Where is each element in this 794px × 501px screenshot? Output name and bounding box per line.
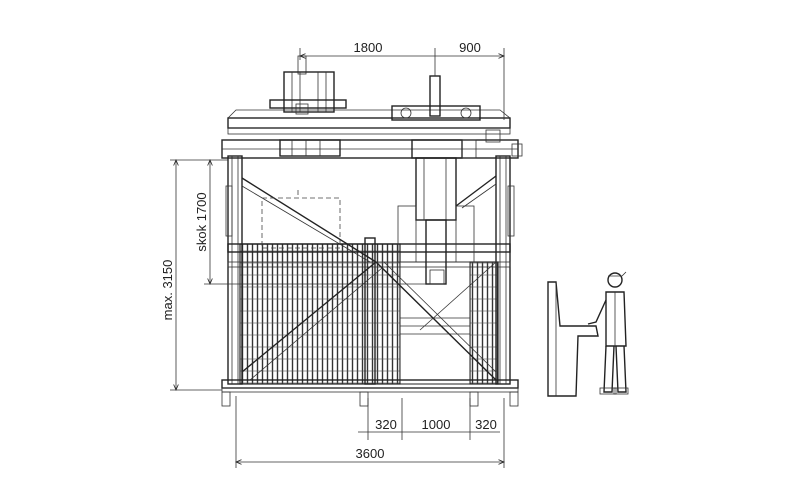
- dim-top-left: 1800: [354, 40, 383, 55]
- lifting-column: [391, 75, 481, 285]
- dim-bottom-mid: 1000: [422, 417, 451, 432]
- dim-bottom-right-gap: 320: [475, 417, 497, 432]
- dimension-lines: [170, 48, 504, 468]
- dim-overall-width: 3600: [356, 446, 385, 461]
- operator-figure: [587, 271, 629, 395]
- dim-bottom-left-gap: 320: [375, 417, 397, 432]
- dim-top-right: 900: [459, 40, 481, 55]
- dim-max-height: max. 3150: [160, 260, 175, 321]
- control-console: [547, 281, 599, 397]
- gripper-head: [269, 55, 347, 157]
- frame: [221, 155, 519, 407]
- top-beam: [221, 109, 523, 159]
- phantom-position: [261, 190, 341, 249]
- grating-cage: [239, 243, 499, 385]
- dim-stroke: skok 1700: [194, 192, 209, 251]
